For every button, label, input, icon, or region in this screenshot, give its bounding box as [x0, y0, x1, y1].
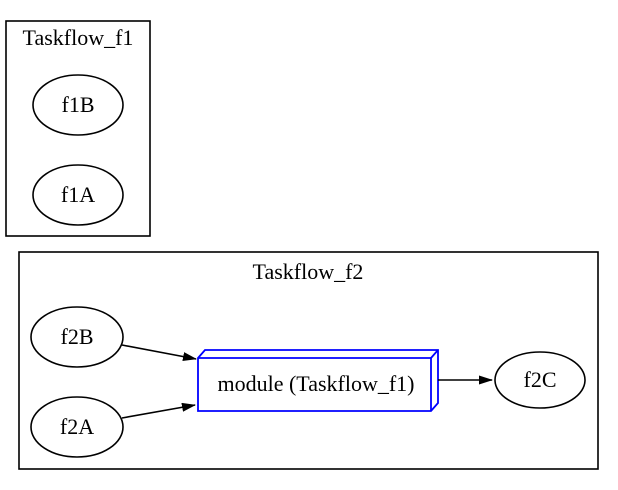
node-f1b-label: f1B: [62, 92, 95, 117]
edge-f2a-to-module: [121, 402, 196, 419]
node-f2b-label: f2B: [61, 324, 94, 349]
node-f2c-ellipse: [494, 351, 586, 409]
node-module-label: module (Taskflow_f1): [217, 371, 414, 396]
cluster-title-taskflow-f2: Taskflow_f2: [253, 259, 364, 284]
node-f2a-ellipse: [30, 396, 124, 458]
edge-f2b-to-module: [121, 344, 197, 362]
module-box-depth-edge: [430, 349, 439, 359]
node-f2a-label: f2A: [60, 414, 94, 439]
cluster-box-taskflow-f2: [18, 251, 599, 470]
node-f2c-label: f2C: [524, 367, 557, 392]
cluster-title-taskflow-f1: Taskflow_f1: [23, 25, 134, 50]
node-f1a-ellipse: [32, 164, 124, 226]
node-f1b-ellipse: [32, 74, 124, 136]
node-module-box3d: module (Taskflow_f1): [197, 349, 439, 412]
node-f2b-ellipse: [30, 306, 124, 368]
cluster-box-taskflow-f1: [5, 20, 151, 237]
node-f1a-label: f1A: [61, 182, 95, 207]
